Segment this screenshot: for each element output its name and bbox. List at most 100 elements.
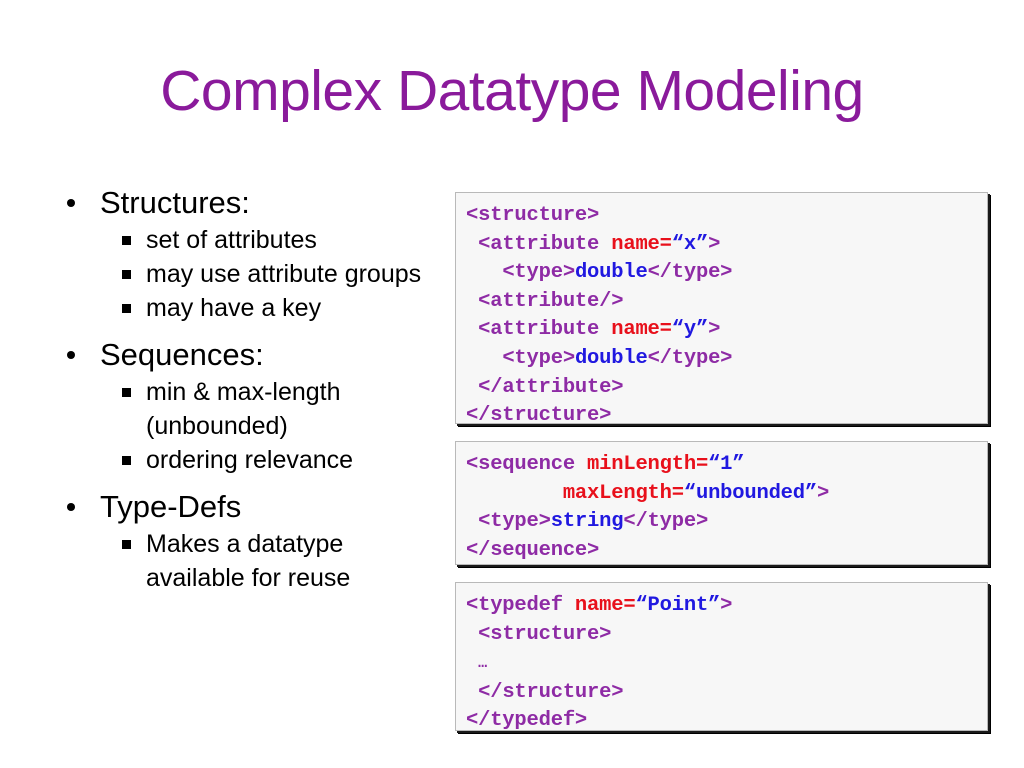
code-line: <structure>: [466, 621, 977, 650]
code-line: <attribute/>: [466, 288, 977, 317]
code-indent: [466, 376, 478, 399]
sub-bullet-item: ordering relevance: [58, 443, 448, 477]
code-token-tag: </sequence>: [466, 538, 600, 562]
square-bullet-icon: [122, 236, 131, 245]
code-token-tag: <type>: [502, 261, 575, 285]
code-token-val: “Point”: [635, 594, 721, 617]
code-token-attr: maxLength=: [562, 481, 684, 505]
code-indent: [466, 681, 478, 704]
code-line: <sequence minLength=“1”: [466, 451, 977, 480]
code-token-tag: </type>: [647, 261, 733, 285]
code-indent: [466, 290, 478, 313]
square-bullet-icon: [122, 388, 131, 397]
sub-bullet-label: may have a key: [146, 294, 322, 322]
bullet-item-sequences: Sequences:: [58, 334, 448, 375]
sub-bullet-item: Makes a datatype available for reuse: [58, 527, 448, 595]
round-bullet-icon: [67, 503, 75, 511]
code-token-attr: minLength=: [587, 453, 709, 476]
code-token-txt: double: [574, 346, 648, 370]
code-token-tag: <attribute: [478, 232, 612, 256]
code-token-tag: </type>: [623, 510, 709, 534]
code-token-val: “1”: [708, 453, 745, 476]
code-token-tag: <attribute: [478, 318, 612, 342]
code-token-val: “x”: [671, 232, 709, 256]
code-line: …: [466, 649, 977, 679]
square-bullet-icon: [122, 304, 131, 313]
code-token-tag: <attribute/>: [478, 289, 624, 313]
square-bullet-icon: [122, 270, 131, 279]
code-box-structure-example: <structure> <attribute name=“x”> <type>d…: [455, 192, 988, 427]
code-indent: [466, 651, 478, 674]
bullet-list: Structures: set of attributes may use at…: [58, 182, 448, 597]
code-line: <attribute name=“x”>: [466, 231, 977, 260]
code-line: <structure>: [466, 202, 977, 231]
code-token-tag: >: [708, 318, 721, 342]
bullet-item-type-defs: Type-Defs: [58, 486, 448, 527]
bullet-group-typedefs: Type-Defs Makes a datatype available for…: [58, 486, 448, 595]
sub-bullet-label: may use attribute groups: [146, 260, 422, 288]
code-line: <type>double</type>: [466, 259, 977, 288]
code-box-sequence-example: <sequence minLength=“1” maxLength=“unbou…: [455, 441, 988, 565]
code-indent: [466, 623, 478, 646]
code-line: </structure>: [466, 402, 977, 431]
round-bullet-icon: [67, 199, 75, 207]
sub-bullet-item: set of attributes: [58, 223, 448, 257]
code-token-tag: </structure>: [466, 404, 612, 428]
sub-bullet-label: Makes a datatype available for reuse: [146, 530, 351, 592]
sub-bullet-item: may have a key: [58, 291, 448, 325]
square-bullet-icon: [122, 540, 131, 549]
code-token-val: “unbounded”: [683, 481, 817, 505]
code-token-tag: </type>: [647, 346, 733, 370]
code-content: <sequence minLength=“1” maxLength=“unbou…: [456, 442, 987, 573]
code-line: </attribute>: [466, 374, 977, 403]
code-token-tag: </typedef>: [466, 709, 588, 733]
code-indent: [466, 510, 478, 533]
sub-bullet-label: min & max-length (unbounded): [146, 378, 341, 440]
code-token-tag: <sequence: [466, 453, 588, 476]
code-token-tag: >: [816, 481, 830, 505]
code-token-attr: name=: [611, 318, 672, 342]
round-bullet-icon: [67, 351, 75, 359]
code-token-tag: <type>: [478, 510, 551, 534]
sub-bullet-item: min & max-length (unbounded): [58, 375, 448, 443]
code-line: </sequence>: [466, 537, 977, 566]
sub-bullet-item: may use attribute groups: [58, 257, 448, 291]
page-title: Complex Datatype Modeling: [160, 59, 864, 123]
code-content: <structure> <attribute name=“x”> <type>d…: [456, 193, 987, 439]
code-indent: [466, 233, 478, 256]
code-token-tag: >: [720, 594, 733, 617]
bullet-item-structures: Structures:: [58, 182, 448, 223]
code-token-tag: <structure>: [478, 622, 612, 646]
bullet-label: Structures:: [100, 185, 250, 220]
code-token-attr: name=: [574, 594, 636, 617]
code-indent: [466, 261, 502, 284]
code-line: <typedef name=“Point”>: [466, 592, 977, 621]
code-token-tag: <typedef: [466, 594, 575, 617]
code-token-tag: <structure>: [466, 204, 600, 227]
code-token-tag: <type>: [502, 346, 575, 370]
code-token-attr: name=: [611, 232, 672, 256]
bullet-group-sequences: Sequences: min & max-length (unbounded) …: [58, 334, 448, 477]
code-indent: [466, 347, 502, 370]
code-token-txt: string: [550, 510, 624, 534]
bullet-label: Type-Defs: [100, 489, 242, 524]
code-token-tag: </structure>: [478, 680, 624, 704]
code-indent: [466, 482, 563, 505]
bullet-group-structures: Structures: set of attributes may use at…: [58, 182, 448, 325]
code-indent: [466, 318, 478, 341]
code-content: <typedef name=“Point”> <structure> … </s…: [456, 583, 987, 744]
code-line: maxLength=“unbounded”>: [466, 480, 977, 509]
code-line: <type>string</type>: [466, 508, 977, 537]
square-bullet-icon: [122, 456, 131, 465]
divider: [58, 327, 448, 334]
code-token-txt: double: [574, 261, 648, 285]
code-token-tag: </attribute>: [478, 375, 624, 399]
code-token-ell: …: [478, 655, 487, 673]
code-line: </typedef>: [466, 707, 977, 736]
code-token-tag: >: [708, 232, 721, 256]
bullet-label: Sequences:: [100, 337, 264, 372]
code-box-typedef-example: <typedef name=“Point”> <structure> … </s…: [455, 582, 988, 732]
divider: [58, 479, 448, 486]
code-line: <type>double</type>: [466, 345, 977, 374]
code-line: </structure>: [466, 679, 977, 708]
